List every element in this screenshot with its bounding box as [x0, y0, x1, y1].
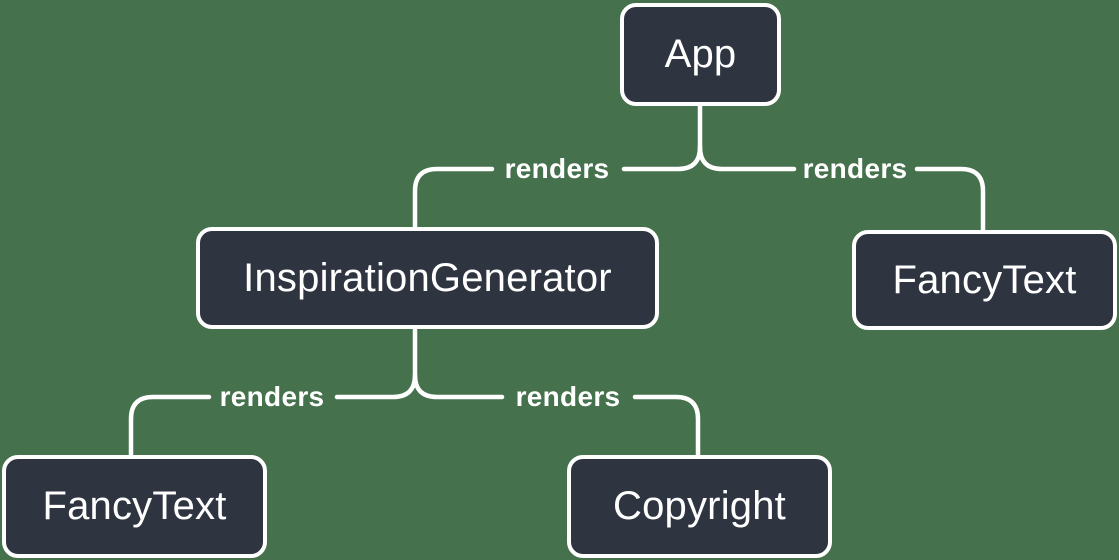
connector-inspirationgenerator-to-copyright-b	[632, 394, 701, 460]
connector-app-to-fancytext-a	[697, 144, 797, 172]
connector-inspirationgenerator-to-copyright-a	[412, 372, 505, 400]
connector-app-to-fancytext-b	[914, 166, 986, 235]
node-fancy-text-bottom-label: FancyText	[42, 484, 227, 528]
node-inspiration-generator-label: InspirationGenerator	[243, 255, 612, 300]
node-fancy-text-top-label: FancyText	[892, 257, 1077, 302]
connector-inspirationgenerator-to-fancytext-b	[128, 394, 212, 460]
node-copyright: Copyright	[567, 455, 832, 558]
edge-label-app-inspirationgenerator: renders	[504, 153, 610, 184]
edge-label-app-fancytext: renders	[802, 153, 908, 184]
node-inspiration-generator: InspirationGenerator	[196, 227, 659, 329]
connector-inspirationgenerator-to-fancytext-a	[334, 327, 418, 400]
edge-label-inspirationgenerator-fancytext: renders	[219, 381, 325, 412]
node-copyright-label: Copyright	[613, 484, 786, 528]
node-fancy-text-bottom: FancyText	[2, 455, 267, 558]
node-fancy-text-top: FancyText	[852, 230, 1117, 330]
node-app: App	[620, 3, 781, 106]
connector-app-to-inspirationgenerator-a	[621, 103, 703, 172]
connector-app-to-inspirationgenerator-b	[412, 166, 495, 232]
node-app-label: App	[664, 32, 737, 76]
edge-label-inspirationgenerator-copyright: renders	[515, 381, 621, 412]
